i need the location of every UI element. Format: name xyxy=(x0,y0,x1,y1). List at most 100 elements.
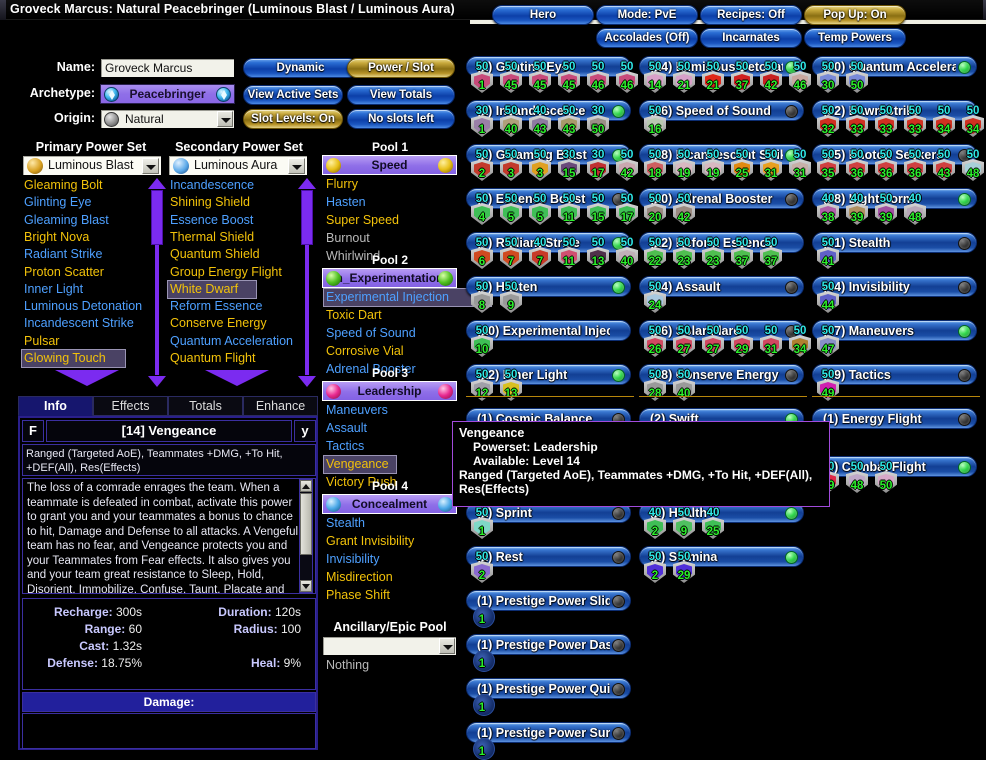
power-card-capsule[interactable]: (2) Gleaming Blast xyxy=(466,144,631,165)
power-card-capsule[interactable]: (1) Energy Flight xyxy=(812,408,977,429)
chevron-down-icon[interactable] xyxy=(142,158,159,174)
tab-effects[interactable]: Effects xyxy=(93,396,168,416)
pool-selector-1[interactable]: Speed xyxy=(322,155,457,175)
toggle-on-icon[interactable] xyxy=(958,325,971,338)
pool-1-power-4[interactable]: Whirlwind xyxy=(326,249,381,263)
primary-add-power-arrow[interactable] xyxy=(55,370,119,386)
toggle-on-icon[interactable] xyxy=(958,461,971,474)
secondary-power-4[interactable]: Quantum Shield xyxy=(170,247,260,262)
secondary-scrollbar-track[interactable] xyxy=(305,190,309,375)
tab-enhance[interactable]: Enhance xyxy=(243,396,318,416)
primary-power-7[interactable]: Luminous Detonation xyxy=(24,299,143,314)
power-card-capsule[interactable]: (20) Adrenal Booster xyxy=(639,188,804,209)
toggle-off-icon[interactable] xyxy=(612,507,625,520)
empty-slot[interactable]: 1 xyxy=(468,601,496,628)
toggle-on-icon[interactable] xyxy=(958,61,971,74)
pool-4-power-1[interactable]: Grant Invisibility xyxy=(326,534,415,548)
pool-selector-4[interactable]: Concealment xyxy=(322,494,457,514)
secondary-scrollbar-thumb[interactable] xyxy=(301,190,313,245)
pool-1-power-1[interactable]: Hasten xyxy=(326,195,366,209)
slot-levels-button[interactable]: Slot Levels: On xyxy=(243,109,343,129)
pool-2-power-3[interactable]: Corrosive Vial xyxy=(326,344,404,358)
scroll-down-icon[interactable] xyxy=(300,580,312,592)
secondary-power-6[interactable]: White Dwarf xyxy=(166,279,258,299)
origin-select[interactable]: Natural xyxy=(100,109,235,129)
primary-power-6[interactable]: Inner Light xyxy=(24,281,84,296)
empty-slot[interactable]: 1 xyxy=(468,733,496,760)
primary-power-8[interactable]: Incandescent Strike xyxy=(24,316,134,331)
toggle-off-icon[interactable] xyxy=(785,193,798,206)
pool-3-power-0[interactable]: Maneuvers xyxy=(326,403,388,417)
scroll-up-icon[interactable] xyxy=(300,480,312,492)
archetype-selector[interactable]: Peacebringer xyxy=(100,84,235,104)
power-slot-button[interactable]: Power / Slot xyxy=(347,58,455,78)
info-flag-f[interactable]: F xyxy=(22,420,44,442)
power-card-capsule[interactable]: (8) Hasten xyxy=(466,276,631,297)
popup-button[interactable]: Pop Up: On xyxy=(804,5,906,25)
secondary-power-3[interactable]: Thermal Shield xyxy=(170,229,255,244)
incarnates-button[interactable]: Incarnates xyxy=(700,28,802,48)
primary-scrollbar-thumb[interactable] xyxy=(151,190,163,245)
power-card-capsule[interactable]: (44) Invisibility xyxy=(812,276,977,297)
toggle-off-icon[interactable] xyxy=(612,595,625,608)
pool-1-power-2[interactable]: Super Speed xyxy=(326,213,399,227)
pool-2-power-2[interactable]: Speed of Sound xyxy=(326,326,416,340)
pool-1-power-0[interactable]: Flurry xyxy=(326,177,358,191)
toggle-off-icon[interactable] xyxy=(612,727,625,740)
toggle-off-icon[interactable] xyxy=(958,413,971,426)
chevron-down-icon[interactable] xyxy=(217,111,233,127)
pool-3-power-2[interactable]: Tactics xyxy=(326,439,365,453)
secondary-powerset-select[interactable]: Luminous Aura xyxy=(168,155,308,176)
power-card-capsule[interactable]: (14) Luminous Detonation xyxy=(639,56,804,77)
primary-power-10[interactable]: Glowing Touch xyxy=(21,349,126,368)
toggle-on-icon[interactable] xyxy=(612,369,625,382)
recipes-button[interactable]: Recipes: Off xyxy=(700,5,802,25)
toggle-on-icon[interactable] xyxy=(958,193,971,206)
secondary-scroll-up-arrow[interactable] xyxy=(298,178,316,189)
secondary-power-9[interactable]: Quantum Acceleration xyxy=(170,333,293,348)
toggle-off-icon[interactable] xyxy=(958,281,971,294)
pool-4-power-0[interactable]: Stealth xyxy=(326,516,365,530)
secondary-power-0[interactable]: Incandescence xyxy=(170,178,255,192)
temp-powers-button[interactable]: Temp Powers xyxy=(804,28,906,48)
secondary-power-7[interactable]: Reform Essence xyxy=(170,299,263,314)
power-card-capsule[interactable]: (24) Assault xyxy=(639,276,804,297)
power-card-capsule[interactable]: (12) Inner Light xyxy=(466,364,631,385)
